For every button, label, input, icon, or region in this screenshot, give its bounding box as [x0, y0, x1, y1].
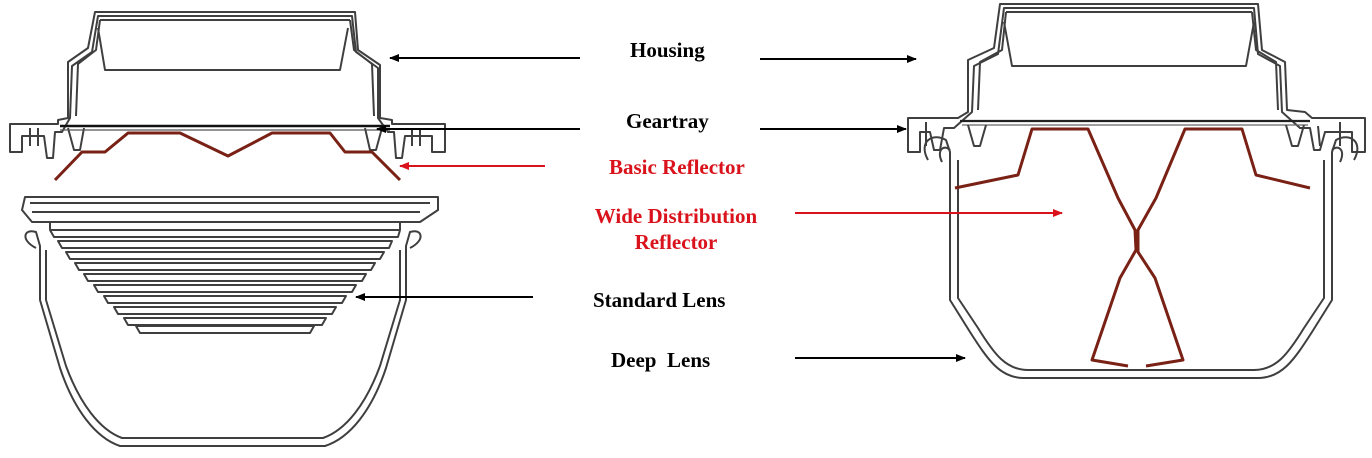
arrows [355, 54, 1063, 362]
right-geartray [960, 119, 1310, 147]
right-wide-distribution-reflector [954, 127, 1311, 368]
left-deep-lens [24, 230, 422, 447]
wide-distribution-label-line2: Reflector [634, 230, 718, 254]
wide-distribution-reflector-label: Wide Distribution Reflector [568, 204, 784, 254]
left-basic-reflector [53, 131, 402, 182]
housing-label: Housing [630, 38, 705, 62]
left-geartray [60, 124, 390, 131]
deep-lens-label: Deep Lens [611, 348, 711, 372]
left-standard-lens [21, 196, 439, 334]
right-assembly [907, 3, 1366, 379]
left-assembly [9, 11, 446, 447]
geartray-label: Geartray [626, 109, 709, 133]
left-housing [9, 11, 446, 159]
wide-distribution-label-line1: Wide Distribution [594, 204, 758, 228]
right-deep-lens [923, 136, 1359, 379]
right-housing [907, 3, 1366, 153]
standard-lens-label: Standard Lens [593, 288, 726, 312]
basic-reflector-label: Basic Reflector [609, 155, 745, 179]
